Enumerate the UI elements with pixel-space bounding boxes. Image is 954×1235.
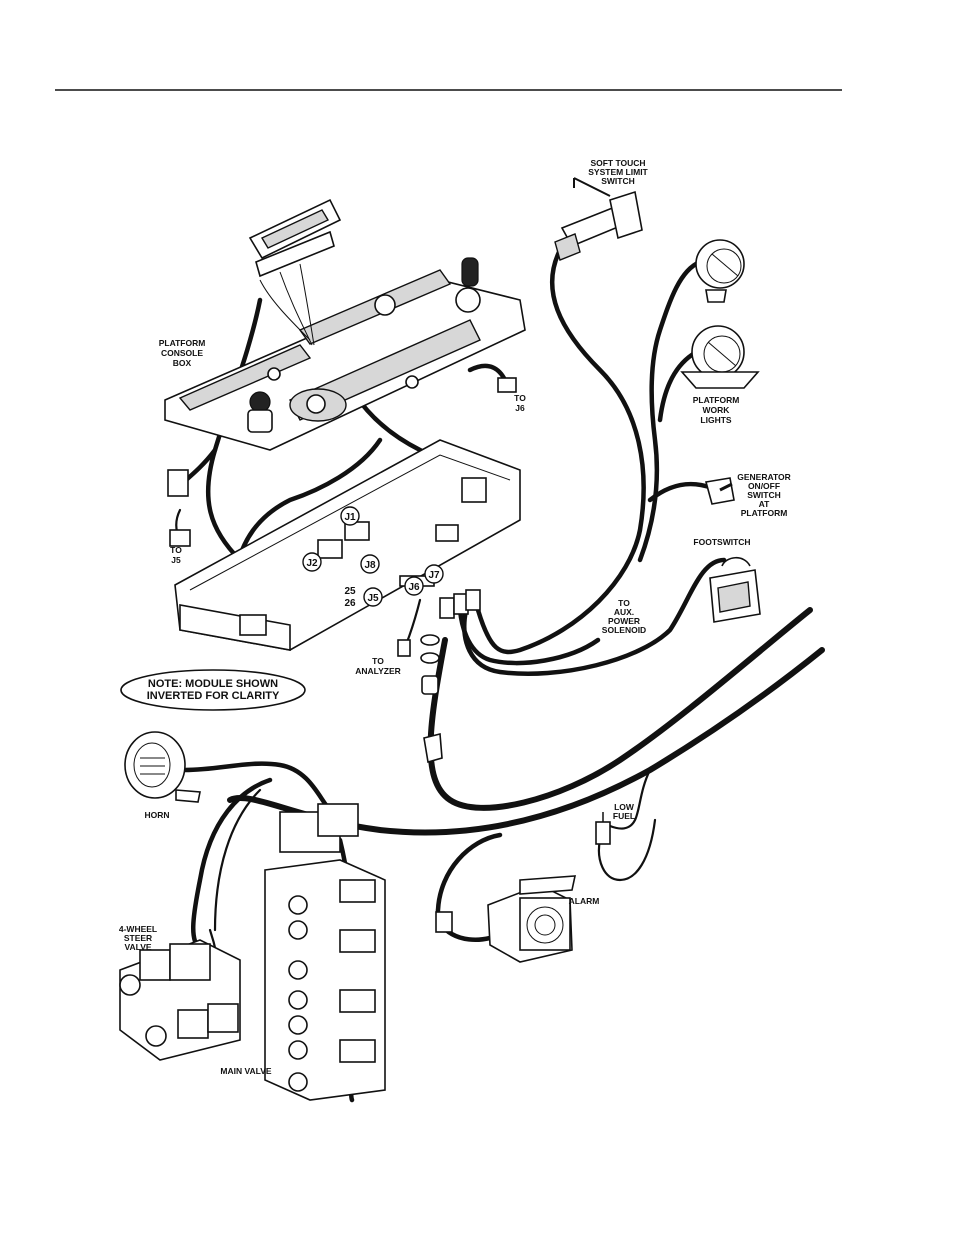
svg-text:LIGHTS: LIGHTS	[700, 415, 731, 425]
svg-text:J5: J5	[171, 555, 181, 565]
label-platform-console: PLATFORM CONSOLE BOX	[159, 338, 206, 368]
svg-text:WORK: WORK	[703, 405, 731, 415]
label-footswitch: FOOTSWITCH	[693, 537, 750, 547]
svg-text:TO: TO	[514, 393, 526, 403]
alarm	[436, 876, 575, 962]
label-to-analyzer: TO ANALYZER	[355, 656, 401, 676]
svg-text:INVERTED FOR CLARITY: INVERTED FOR CLARITY	[147, 690, 280, 702]
svg-text:J6: J6	[515, 403, 525, 413]
connector-j7: J7	[425, 565, 443, 583]
connector-j8: J8	[361, 555, 379, 573]
connector-j5: J5	[364, 588, 382, 606]
label-platform-work-lights: PLATFORM WORK LIGHTS	[693, 395, 740, 425]
svg-text:VALVE: VALVE	[124, 942, 151, 952]
low-fuel-sender	[596, 812, 610, 844]
label-soft-touch: SOFT TOUCH SYSTEM LIMIT SWITCH	[588, 158, 648, 186]
svg-text:SWITCH: SWITCH	[601, 176, 635, 186]
svg-text:SOLENOID: SOLENOID	[602, 625, 646, 635]
soft-touch-switch	[555, 178, 642, 260]
svg-text:FUEL: FUEL	[613, 811, 635, 821]
svg-text:J1: J1	[344, 512, 356, 523]
four-wheel-steer-valve	[120, 940, 240, 1060]
svg-text:ANALYZER: ANALYZER	[355, 666, 401, 676]
platform-console-box	[165, 258, 525, 450]
connector-j2: J2	[303, 553, 321, 571]
footswitch	[710, 558, 760, 622]
connector-25: 25	[344, 586, 356, 597]
svg-text:CONSOLE: CONSOLE	[161, 348, 203, 358]
main-valve	[265, 804, 385, 1100]
svg-text:J6: J6	[408, 582, 420, 593]
svg-text:J2: J2	[306, 558, 318, 569]
svg-text:PLATFORM: PLATFORM	[741, 508, 788, 518]
svg-text:PLATFORM: PLATFORM	[693, 395, 740, 405]
svg-text:J8: J8	[364, 560, 376, 571]
note-callout: NOTE: MODULE SHOWN INVERTED FOR CLARITY	[121, 670, 305, 710]
svg-text:TO: TO	[372, 656, 384, 666]
svg-text:PLATFORM: PLATFORM	[159, 338, 206, 348]
svg-text:NOTE: MODULE SHOWN: NOTE: MODULE SHOWN	[148, 678, 278, 690]
label-to-aux: TO AUX. POWER SOLENOID	[602, 598, 646, 635]
label-generator-switch: GENERATOR ON/OFF SWITCH AT PLATFORM	[737, 472, 791, 518]
label-four-wheel-steer: 4-WHEEL STEER VALVE	[119, 924, 157, 952]
svg-text:J5: J5	[367, 593, 379, 604]
platform-work-light-lower	[682, 326, 758, 388]
connector-j6: J6	[405, 577, 423, 595]
svg-text:BOX: BOX	[173, 358, 192, 368]
platform-work-light-upper	[696, 240, 744, 302]
label-to-j5: TO J5	[170, 545, 182, 565]
svg-text:J7: J7	[428, 570, 440, 581]
label-alarm: ALARM	[569, 896, 600, 906]
svg-text:TO: TO	[170, 545, 182, 555]
connector-26: 26	[344, 598, 356, 609]
horn	[125, 732, 200, 802]
label-main-valve: MAIN VALVE	[220, 1066, 271, 1076]
label-low-fuel: LOW FUEL	[613, 802, 635, 821]
label-to-j6: TO J6	[514, 393, 526, 413]
connector-j1: J1	[341, 507, 359, 525]
generator-switch	[706, 478, 734, 504]
label-horn: HORN	[144, 810, 169, 820]
